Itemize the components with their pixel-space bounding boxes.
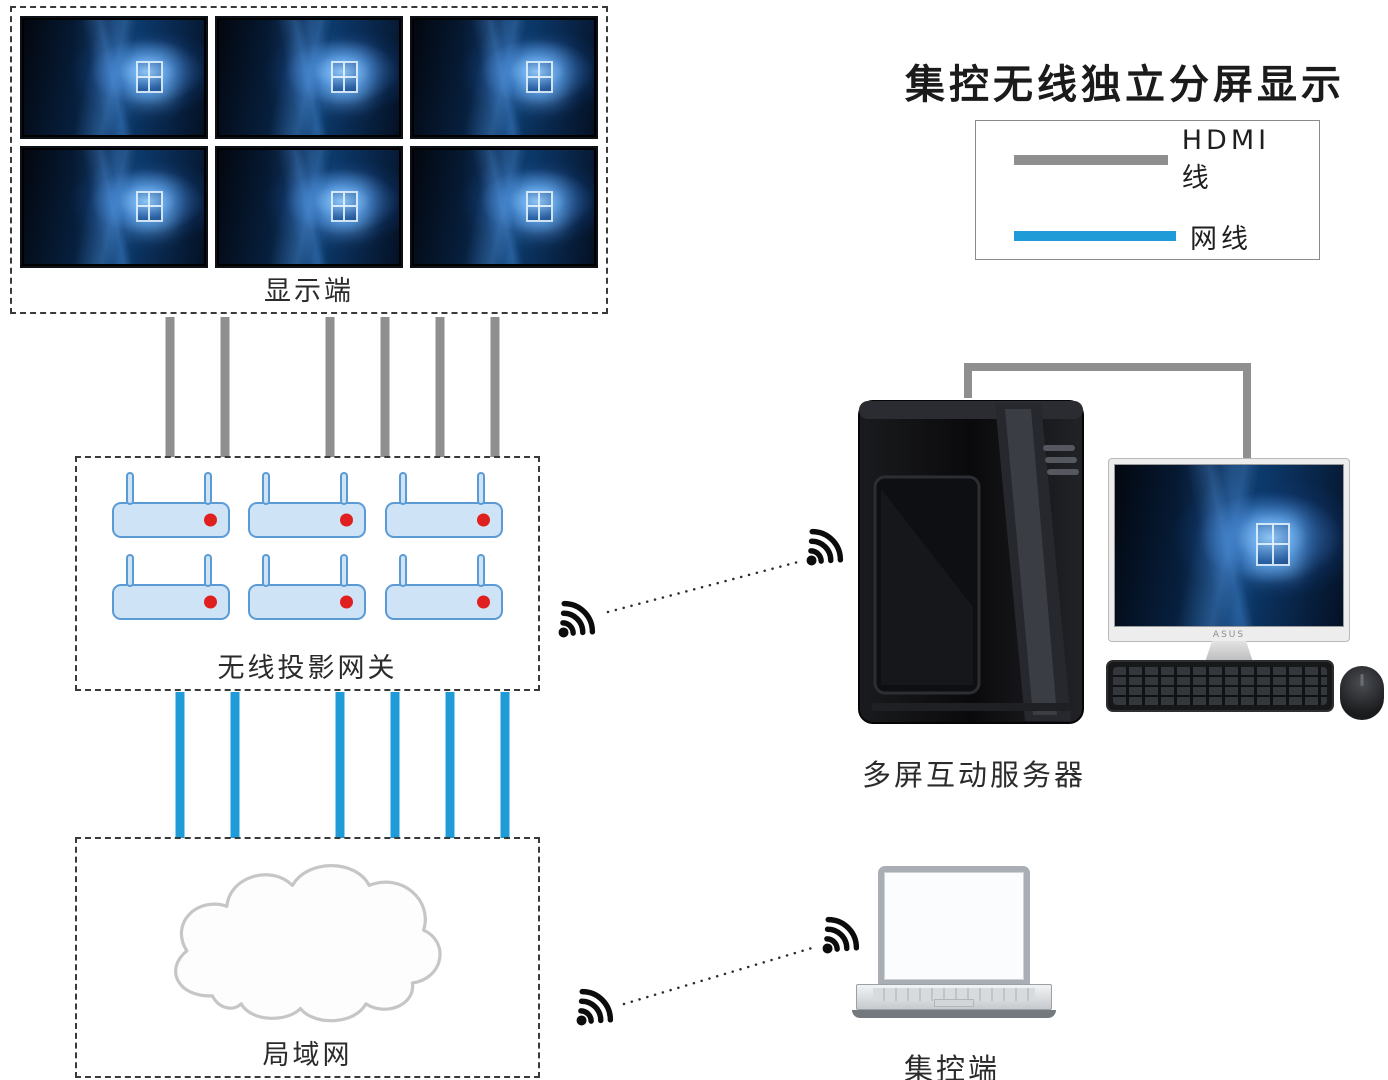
router-grid: [77, 458, 538, 620]
server-hdmi-cable: [964, 363, 1251, 460]
monitor-grid: [20, 16, 598, 268]
hdmi-cables: [165, 317, 500, 457]
wireless-link-laptop: [622, 946, 814, 1006]
wireless-router: [384, 554, 503, 620]
wireless-router: [112, 554, 231, 620]
legend-row-hdmi: HDMI线: [1014, 125, 1295, 195]
router-antenna: [204, 554, 213, 587]
router-antenna: [126, 472, 135, 505]
wireless-router: [248, 472, 367, 538]
wifi-icon: [558, 600, 596, 638]
lan-zone-label: 局域网: [262, 1040, 353, 1071]
server-monitor-screen: [1114, 464, 1344, 627]
monitor-screen: [24, 20, 204, 135]
monitor-brand-logo: ASUS: [1212, 630, 1246, 640]
router-led: [476, 595, 490, 609]
server-monitor: ASUS: [1108, 458, 1350, 642]
router-antenna: [398, 472, 407, 505]
wifi-icon: [576, 988, 614, 1026]
display-monitor: [20, 145, 208, 268]
wireless-link-server: [606, 560, 800, 614]
hdmi-line-swatch: [1014, 154, 1168, 165]
display-zone: 显示端: [10, 6, 608, 314]
router-antenna: [340, 554, 349, 587]
router-led: [204, 595, 218, 609]
legend-box: HDMI线 网线: [975, 120, 1320, 260]
display-monitor: [410, 16, 598, 139]
monitor-screen: [24, 149, 204, 264]
legend-row-net: 网线: [1014, 217, 1295, 256]
router-antenna: [398, 554, 407, 587]
network-cables: [175, 692, 510, 838]
display-monitor: [20, 16, 208, 139]
display-monitor: [215, 145, 403, 268]
router-led: [340, 595, 354, 609]
display-monitor: [410, 145, 598, 268]
router-antenna: [476, 472, 485, 505]
server-mouse: [1340, 666, 1384, 720]
gateway-zone: 无线投影网关: [75, 456, 540, 691]
gateway-zone-label: 无线投影网关: [217, 653, 398, 684]
router-antenna: [126, 554, 135, 587]
display-zone-label: 显示端: [264, 276, 354, 307]
controller-laptop: [852, 866, 1056, 1018]
monitor-screen: [219, 20, 399, 135]
router-antenna: [340, 472, 349, 505]
router-antenna: [476, 554, 485, 587]
monitor-screen: [414, 20, 594, 135]
controller-label: 集控端: [903, 1052, 1000, 1080]
router-led: [204, 513, 218, 527]
legend-label-hdmi: HDMI线: [1181, 124, 1271, 194]
wireless-router: [384, 472, 503, 538]
cloud-icon: [174, 864, 442, 1023]
router-led: [340, 513, 354, 527]
wireless-router: [112, 472, 231, 538]
laptop-base-edge: [852, 1010, 1056, 1018]
laptop-screen: [878, 866, 1030, 986]
laptop-keyboard-deck: [856, 984, 1052, 1010]
network-line-swatch: [1014, 231, 1176, 241]
server-keyboard: [1106, 660, 1334, 712]
wifi-icon: [822, 916, 860, 954]
wireless-router: [248, 554, 367, 620]
router-antenna: [204, 472, 213, 505]
legend-label-net: 网线: [1190, 223, 1252, 255]
router-led: [476, 513, 490, 527]
display-monitor: [215, 16, 403, 139]
monitor-screen: [414, 149, 594, 264]
diagram-title: 集控无线独立分屏显示: [905, 62, 1345, 108]
lan-zone: 局域网: [75, 837, 540, 1078]
monitor-screen: [219, 149, 399, 264]
wifi-icon: [806, 528, 844, 566]
server-tower: [858, 400, 1084, 724]
server-label: 多屏互动服务器: [861, 758, 1086, 792]
router-antenna: [262, 554, 271, 587]
router-antenna: [262, 472, 271, 505]
